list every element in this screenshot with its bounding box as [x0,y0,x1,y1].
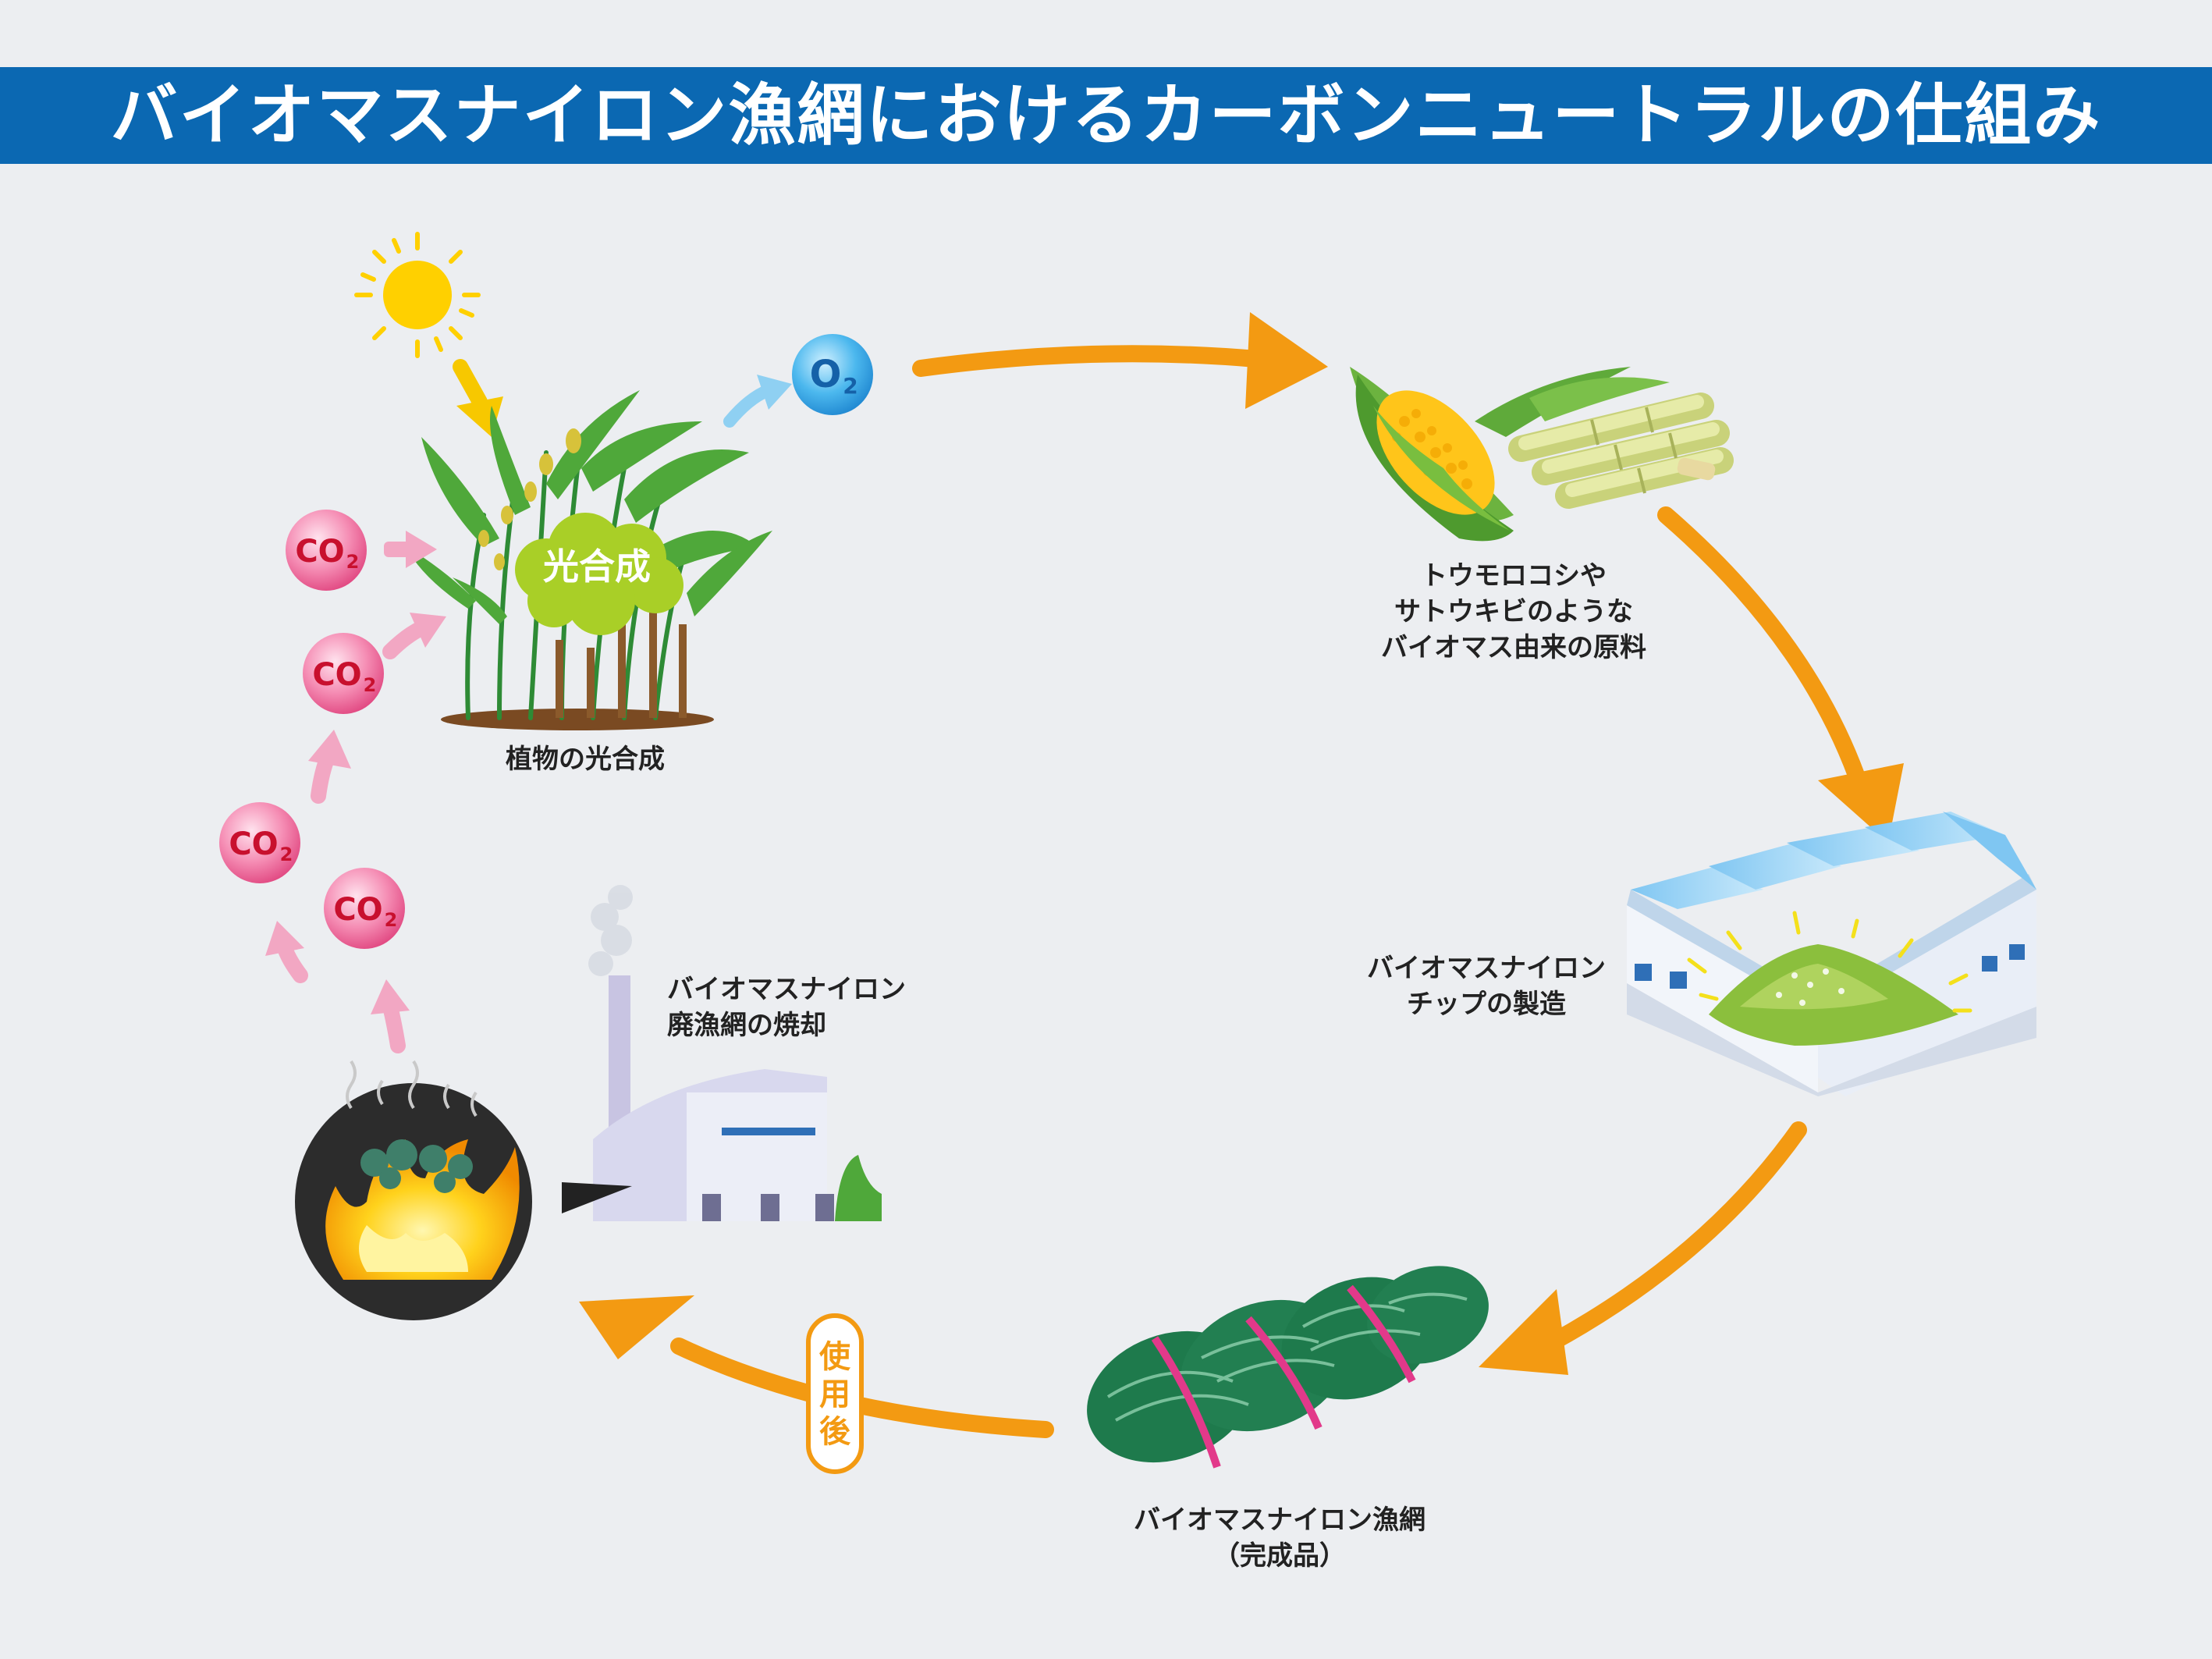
co2-molecule: CO 2 [219,802,300,883]
raw-material-caption: トウモロコシや サトウキビのような バイオマス由来の原料 [1342,558,1685,666]
raw-material-line-1: トウモロコシや [1421,560,1607,591]
raw-material-line-3: バイオマス由来の原料 [1381,632,1646,663]
page-title: バイオマスナイロン漁網におけるカーボンニュートラルの仕組み [110,76,2102,155]
chip-factory-icon [1627,812,2036,1096]
sugarcane-icon [1475,367,1734,509]
photosynthesis-cloud [515,513,683,635]
incineration-line-2: 廃漁網の焼却 [667,1010,826,1041]
cycle-arrow-top [912,312,1328,409]
incinerator-icon [562,885,882,1221]
cycle-arrow-right [1657,506,1904,843]
o2-arrow [723,375,792,428]
title-bar: バイオマスナイロン漁網におけるカーボンニュートラルの仕組み [0,67,2212,164]
co2-subscript: 2 [364,674,377,696]
after-use-char-1: 使 [819,1339,851,1375]
co2-subscript: 2 [346,551,360,573]
cycle-arrow-lower-right [1479,1121,1807,1375]
o2-subscript: 2 [843,373,857,399]
o2-label: O [810,353,842,396]
plants-caption-text: 植物の光合成 [506,744,665,775]
photosynthesis-badge: 光合成 [543,545,651,588]
after-use-char-3: 後 [819,1414,851,1450]
co2-arrows [265,531,446,1053]
incineration-line-1: バイオマスナイロン [667,974,906,1005]
co2-label: CO [229,826,278,862]
o2-molecule: O 2 [792,334,873,415]
co2-arrow [382,613,446,659]
net-line-2: （完成品） [1213,1540,1346,1572]
co2-molecule: CO 2 [303,633,384,714]
chip-caption: バイオマスナイロン チップの製造 [1342,950,1631,1022]
sun-icon [354,232,481,358]
plants-caption: 植物の光合成 [468,741,702,777]
co2-arrow [384,531,437,568]
co2-arrow [265,921,308,983]
chip-line-2: チップの製造 [1407,989,1566,1020]
after-use-char-2: 用 [819,1377,850,1412]
corn-icon [1350,367,1514,542]
co2-subscript: 2 [280,844,293,865]
plants-icon: 光合成 [406,390,772,730]
raw-material-line-2: サトウキビのような [1394,596,1633,627]
incineration-caption: バイオマスナイロン 廃漁網の焼却 [667,972,932,1043]
net-line-1: バイオマスナイロン漁網 [1134,1504,1426,1536]
co2-molecule: CO 2 [324,868,405,949]
fishing-net-icon [1087,1266,1489,1469]
co2-arrow [371,979,410,1053]
co2-molecule: CO 2 [286,510,367,591]
fire-icon [295,1060,532,1320]
co2-label: CO [312,657,361,693]
chip-line-1: バイオマスナイロン [1367,953,1606,984]
co2-arrow [308,730,351,804]
after-use-badge: 使 用 後 [806,1313,864,1474]
co2-subscript: 2 [385,909,398,931]
co2-label: CO [295,534,344,570]
net-caption: バイオマスナイロン漁網 （完成品） [1108,1502,1451,1574]
co2-label: CO [333,892,382,928]
